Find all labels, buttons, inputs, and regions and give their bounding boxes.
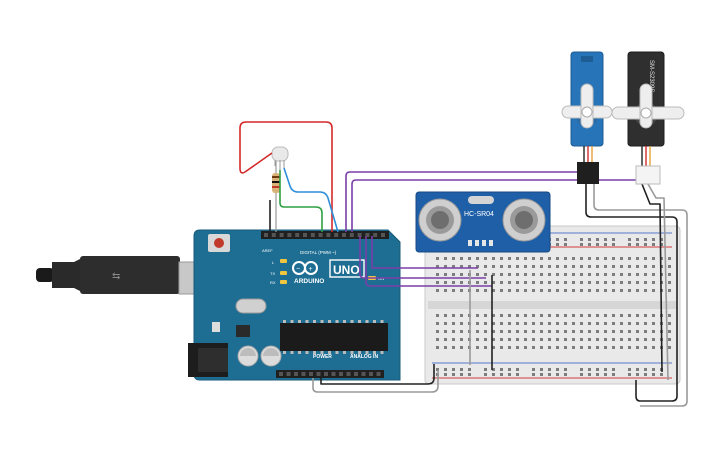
digital-label: DIGITAL (PWM ~): [300, 250, 337, 255]
reset-button[interactable]: [214, 238, 224, 248]
wire-gnd: [320, 364, 435, 385]
wire-servo1-gnd: [585, 184, 678, 402]
power-analog-header[interactable]: [276, 370, 384, 378]
wire-5v: [312, 370, 439, 393]
wire-purple-echo: [365, 236, 492, 287]
wire-red: [239, 121, 333, 232]
wire-purple-servo-2: [351, 179, 640, 232]
power-label: POWER: [313, 354, 332, 360]
breadboard[interactable]: [424, 225, 681, 385]
led-rx: [280, 280, 287, 284]
svg-text:+: +: [309, 266, 313, 273]
led-tx-label: TX: [270, 271, 275, 276]
servo-blue[interactable]: [561, 51, 613, 184]
usb-cable-strain-relief: [52, 258, 82, 292]
analog-label: ANALOG IN: [350, 354, 378, 360]
svg-text:⇆: ⇆: [112, 271, 120, 282]
wire-green: [279, 170, 323, 232]
led-rx-label: RX: [270, 280, 276, 285]
wire-servo2-gnd: [641, 183, 663, 373]
led-l: [280, 259, 287, 263]
servo-dark-connector: [635, 165, 661, 185]
digital-header[interactable]: [261, 231, 389, 239]
sensor-crystal: [468, 196, 494, 204]
center-channel: [428, 301, 677, 309]
sensor-model: HC-SR04: [464, 211, 494, 218]
model-text: UNO: [333, 263, 360, 277]
usb-cable-end: [36, 268, 54, 282]
wire-purple-servo-1: [345, 171, 582, 232]
led-tx: [280, 271, 287, 275]
arduino-uno-board[interactable]: ⇆ − + ARDUINO UNO L: [36, 229, 401, 381]
brand-text: ARDUINO: [294, 278, 324, 285]
wire-servo1-vcc: [593, 184, 688, 407]
ultrasonic-sensor[interactable]: HC-SR04: [415, 191, 551, 253]
servo-blue-connector: [577, 162, 599, 184]
usb-plug: [80, 256, 180, 294]
servo-dark[interactable]: SM-S2309S: [611, 51, 685, 185]
wires: [239, 121, 688, 407]
wire-servo2-vcc: [647, 183, 669, 381]
wire-purple-trig: [359, 236, 486, 279]
rgb-led[interactable]: [271, 146, 289, 170]
svg-text:−: −: [296, 266, 300, 273]
aref-label: AREF: [262, 248, 273, 253]
wire-blue: [283, 167, 339, 233]
servo-dark-model: SM-S2309S: [648, 60, 654, 92]
atmega-chip: [280, 323, 388, 351]
crystal: [235, 298, 267, 314]
resistor[interactable]: [272, 160, 280, 232]
led-l-label: L: [272, 260, 275, 265]
arduino-logo: − +: [292, 261, 318, 275]
